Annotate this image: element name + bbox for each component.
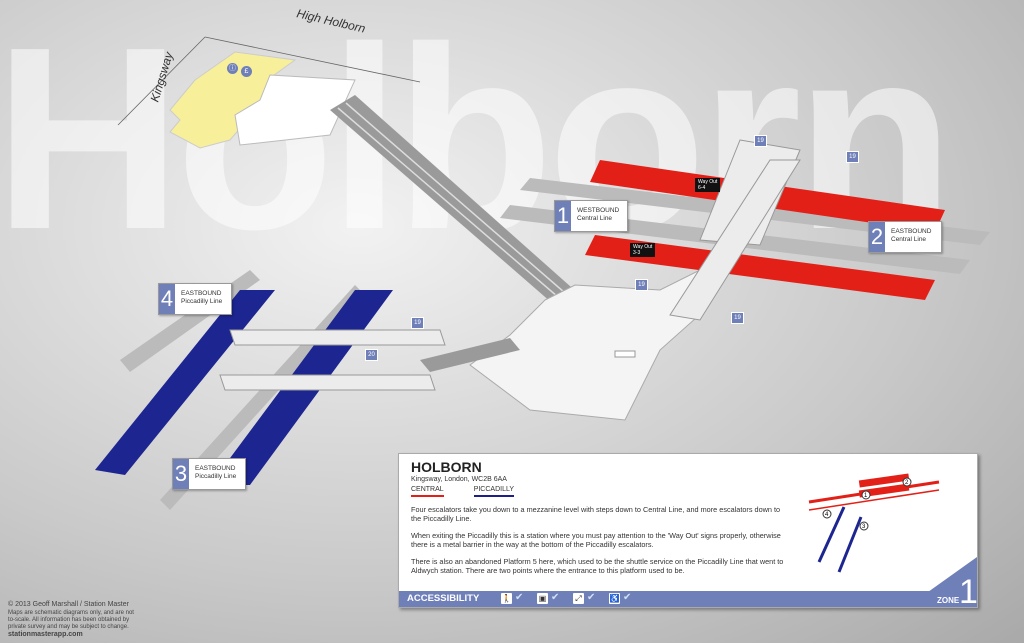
line-list: CENTRAL PICCADILLY bbox=[411, 486, 515, 497]
ticket-machine-icon: £ bbox=[241, 66, 252, 77]
escalator-icon: ⤢ bbox=[573, 593, 584, 604]
car-badge: 19 bbox=[635, 279, 648, 291]
piccadilly-cross-passage-2 bbox=[219, 374, 436, 391]
info-paragraph: Four escalators take you down to a mezza… bbox=[411, 505, 781, 523]
ticket-hall-white-area bbox=[234, 74, 356, 146]
minimap-label: 3 bbox=[862, 524, 866, 530]
accessibility-label: ACCESSIBILITY bbox=[407, 593, 480, 604]
platform-number: 1 bbox=[555, 201, 571, 231]
walking-icon: 🚶 bbox=[501, 593, 512, 604]
disclaimer-line: Maps are schematic diagrams only, and ar… bbox=[8, 610, 134, 616]
info-paragraph: There is also an abandoned Platform 5 he… bbox=[411, 557, 784, 575]
website-link[interactable]: stationmasterapp.com bbox=[8, 631, 83, 638]
station-address: Kingsway, London, WC2B 6AA bbox=[411, 476, 507, 483]
platform-number: 4 bbox=[159, 284, 175, 314]
check-icon: ✔ bbox=[623, 592, 632, 603]
upper-escalators bbox=[330, 95, 580, 310]
info-paragraph: When exiting the Piccadilly this is a st… bbox=[411, 531, 781, 549]
minimap: 2 1 3 4 bbox=[808, 473, 940, 573]
disclaimer-line: to-scale. All information has been obtai… bbox=[8, 617, 130, 623]
piccadilly-platform-4 bbox=[95, 290, 275, 475]
car-badge: 19 bbox=[846, 151, 859, 163]
minimap-label: 4 bbox=[825, 512, 829, 518]
zone-label: ZONE bbox=[937, 596, 960, 605]
check-icon: ✔ bbox=[587, 592, 596, 603]
lower-escalators bbox=[420, 338, 520, 372]
zone-badge: ZONE 1 bbox=[907, 557, 977, 607]
high-holborn-street-line bbox=[204, 36, 421, 83]
car-badge: 19 bbox=[754, 135, 767, 147]
luggage-icon: ▣ bbox=[537, 593, 548, 604]
minimap-label: 1 bbox=[864, 493, 868, 499]
platform-number: 2 bbox=[869, 222, 885, 252]
check-icon: ✔ bbox=[515, 592, 524, 603]
check-icon: ✔ bbox=[551, 592, 560, 603]
zone-number: 1 bbox=[959, 573, 977, 607]
info-icon: ⓘ bbox=[227, 63, 238, 74]
piccadilly-cross-passage-1 bbox=[229, 329, 446, 346]
station-title: HOLBORN bbox=[411, 459, 482, 475]
platform-number: 3 bbox=[173, 459, 189, 489]
line-central: CENTRAL bbox=[411, 486, 444, 497]
line-piccadilly: PICCADILLY bbox=[473, 486, 515, 497]
kingsway-street-line bbox=[117, 36, 206, 126]
car-badge: 19 bbox=[411, 317, 424, 329]
car-badge: 19 bbox=[731, 312, 744, 324]
station-info-panel: HOLBORN Kingsway, London, WC2B 6AA CENTR… bbox=[398, 453, 978, 608]
accessibility-bar: ACCESSIBILITY 🚶✔ ▣✔ ⤢✔ ♿✔ bbox=[399, 591, 977, 607]
disclaimer-line: private survey and may be subject to cha… bbox=[8, 624, 129, 630]
central-platform-2 bbox=[585, 235, 935, 300]
minimap-label: 2 bbox=[905, 480, 909, 486]
mezzanine-barrier bbox=[614, 350, 636, 358]
car-badge: 20 bbox=[365, 349, 378, 361]
copyright: © 2013 Geoff Marshall / Station Master bbox=[8, 601, 129, 608]
wheelchair-icon: ♿ bbox=[609, 593, 620, 604]
central-link-passage bbox=[669, 159, 801, 321]
